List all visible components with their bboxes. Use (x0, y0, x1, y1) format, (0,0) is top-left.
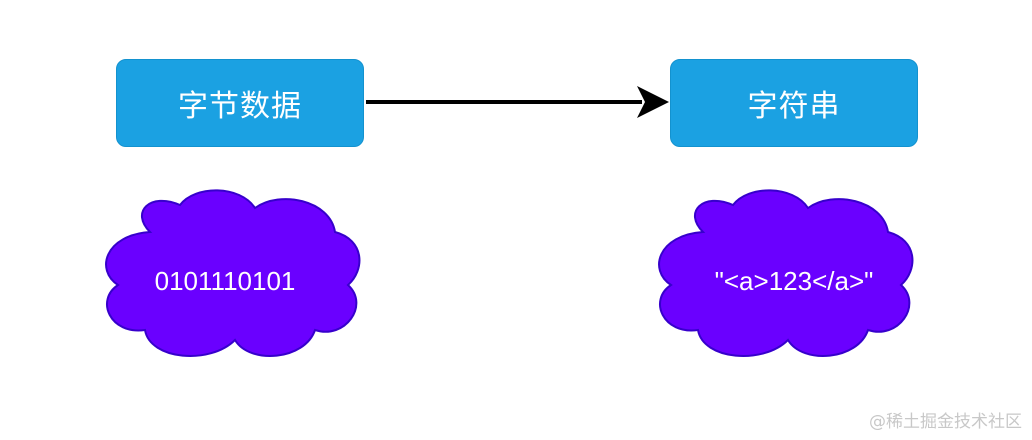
string-node: 字符串 (670, 59, 918, 147)
bytes-example-cloud: 0101110101 (105, 189, 361, 357)
bytes-data-node: 字节数据 (116, 59, 364, 147)
watermark: @稀土掘金技术社区 (869, 412, 1022, 432)
string-example-label: "<a>123</a>" (715, 266, 874, 296)
string-node-label: 字符串 (747, 89, 841, 124)
bytes-data-node-label: 字节数据 (178, 89, 302, 124)
bytes-example-label: 0101110101 (155, 266, 296, 296)
conversion-arrow (366, 86, 669, 118)
string-example-cloud: "<a>123</a>" (658, 189, 914, 357)
